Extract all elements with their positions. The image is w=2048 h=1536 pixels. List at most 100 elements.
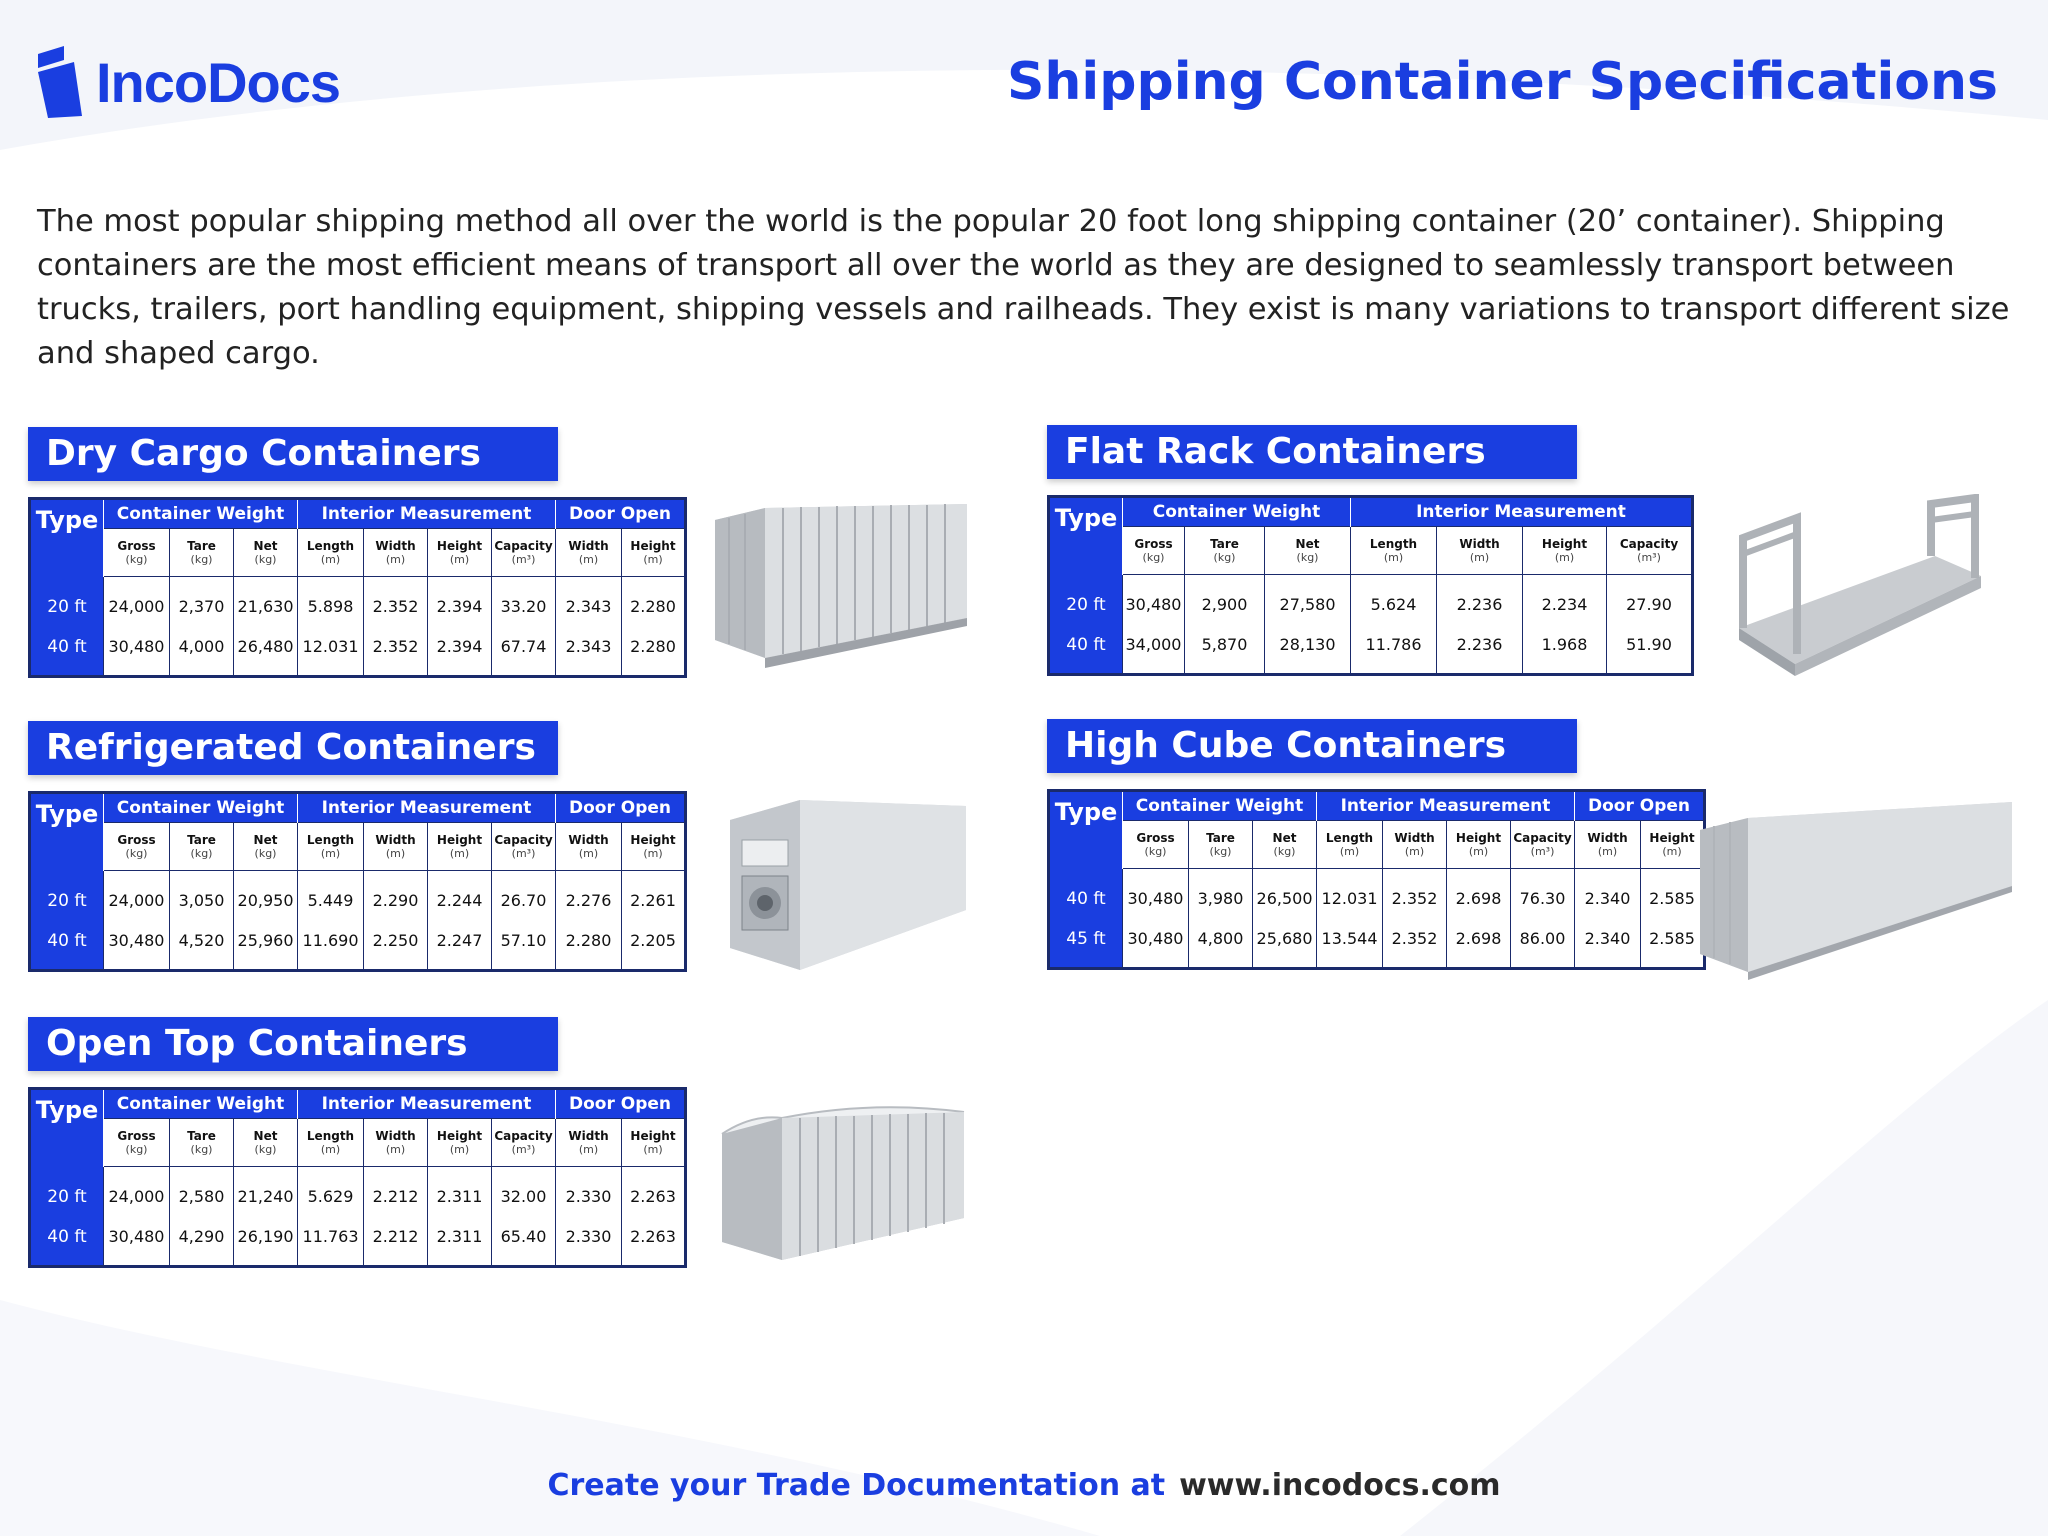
column-unit: (kg) bbox=[190, 1142, 213, 1156]
column-label: Length bbox=[306, 538, 355, 553]
open-top-container-image bbox=[721, 1106, 965, 1260]
spacer-cell bbox=[1122, 868, 1189, 879]
value-cell-height: 2.698 bbox=[1446, 878, 1512, 919]
footer-url-link[interactable]: www.incodocs.com bbox=[1179, 1468, 1501, 1503]
spacer-cell bbox=[427, 960, 493, 971]
column-label: Height bbox=[630, 832, 676, 847]
spacer-cell bbox=[1446, 868, 1512, 879]
group-header-weight: Container Weight bbox=[102, 792, 299, 823]
spacer-row bbox=[29, 576, 687, 587]
column-header-door_height: Height(m) bbox=[621, 822, 687, 871]
column-unit: (m) bbox=[643, 846, 663, 860]
value-cell-tare: 4,000 bbox=[169, 626, 234, 667]
column-label: Height bbox=[1541, 536, 1588, 551]
column-header-tare: Tare(kg) bbox=[169, 528, 234, 577]
column-header-door_width: Width(m) bbox=[555, 822, 623, 871]
column-header-row: Gross(kg)Tare(kg)Net(kg)Length(m)Width(m… bbox=[30, 822, 687, 871]
value-cell-capacity: 76.30 bbox=[1510, 878, 1576, 919]
spacer-cell bbox=[297, 666, 365, 677]
column-header-tare: Tare(kg) bbox=[169, 1118, 234, 1167]
type-cell: 20 ft bbox=[1048, 584, 1123, 625]
column-header-door_width: Width(m) bbox=[1574, 820, 1642, 869]
column-label: Gross bbox=[117, 1128, 156, 1143]
group-header-interior: Interior Measurement bbox=[1316, 790, 1576, 821]
column-header-row: Gross(kg)Tare(kg)Net(kg)Length(m)Width(m… bbox=[1049, 526, 1694, 575]
spacer-row bbox=[1048, 574, 1694, 585]
value-cell-gross: 30,480 bbox=[103, 920, 170, 961]
column-label: Capacity bbox=[1513, 830, 1572, 845]
column-header-row: Gross(kg)Tare(kg)Net(kg)Length(m)Width(m… bbox=[30, 1118, 687, 1167]
spacer-cell bbox=[363, 1166, 429, 1177]
spacer-cell bbox=[1382, 958, 1448, 969]
spacer-cell bbox=[363, 576, 429, 587]
column-header-gross: Gross(kg) bbox=[103, 1118, 170, 1167]
value-cell-gross: 30,480 bbox=[103, 1216, 170, 1257]
spacer-cell bbox=[1606, 574, 1694, 585]
column-header-height: Height(m) bbox=[427, 528, 493, 577]
column-unit: (kg) bbox=[190, 552, 213, 566]
spacer-cell bbox=[1048, 664, 1123, 675]
column-label: Height bbox=[436, 538, 483, 553]
value-cell-tare: 2,370 bbox=[169, 586, 234, 627]
spacer-row bbox=[29, 666, 687, 677]
column-header-tare: Tare(kg) bbox=[1188, 820, 1253, 869]
column-label: Net bbox=[253, 1128, 278, 1143]
value-cell-capacity: 67.74 bbox=[491, 626, 557, 667]
brand-name: IncoDocs bbox=[96, 50, 341, 114]
spacer-cell bbox=[103, 1166, 170, 1177]
spacer-cell bbox=[427, 1166, 493, 1177]
spacer-cell bbox=[169, 1256, 234, 1267]
column-label: Net bbox=[253, 538, 278, 553]
incodocs-logo[interactable]: IncoDocs bbox=[34, 44, 341, 120]
spacer-cell bbox=[1251, 868, 1318, 879]
column-header-net: Net(kg) bbox=[232, 822, 299, 871]
column-header-capacity: Capacity(m³) bbox=[491, 528, 557, 577]
column-unit: (m) bbox=[1469, 550, 1490, 564]
column-label: Width bbox=[1587, 830, 1628, 845]
value-cell-length: 5.624 bbox=[1350, 584, 1438, 625]
column-header-row: Gross(kg)Tare(kg)Net(kg)Length(m)Width(m… bbox=[30, 528, 687, 577]
column-unit: (m) bbox=[449, 1142, 470, 1156]
spacer-cell bbox=[1446, 958, 1512, 969]
group-header-interior: Interior Measurement bbox=[297, 498, 557, 529]
spacer-cell bbox=[297, 960, 365, 971]
value-cell-length: 12.031 bbox=[1316, 878, 1384, 919]
spacer-cell bbox=[555, 1256, 623, 1267]
value-cell-tare: 4,520 bbox=[169, 920, 234, 961]
group-header-weight: Container Weight bbox=[1121, 496, 1352, 527]
spacer-cell bbox=[621, 1166, 687, 1177]
value-cell-width: 2.236 bbox=[1436, 624, 1524, 665]
spacer-cell bbox=[555, 870, 623, 881]
column-header-gross: Gross(kg) bbox=[1122, 820, 1189, 869]
column-unit: (m) bbox=[1339, 844, 1360, 858]
value-cell-door_width: 2.330 bbox=[555, 1216, 623, 1257]
type-header: Type bbox=[29, 792, 104, 871]
column-header-net: Net(kg) bbox=[232, 528, 299, 577]
value-cell-height: 2.244 bbox=[427, 880, 493, 921]
spacer-cell bbox=[29, 576, 104, 587]
spacer-cell bbox=[491, 666, 557, 677]
column-label: Capacity bbox=[494, 1128, 553, 1143]
spacer-cell bbox=[103, 576, 170, 587]
spacer-cell bbox=[103, 1256, 170, 1267]
column-unit: (m) bbox=[578, 1142, 599, 1156]
group-header-door: Door Open bbox=[555, 498, 687, 529]
column-unit: (m) bbox=[1468, 844, 1489, 858]
column-unit: (m) bbox=[449, 552, 470, 566]
type-cell: 40 ft bbox=[1048, 878, 1123, 919]
type-header: Type bbox=[1048, 790, 1123, 869]
column-unit: (m³) bbox=[1637, 550, 1661, 564]
spacer-cell bbox=[1510, 958, 1576, 969]
spacer-cell bbox=[1522, 574, 1608, 585]
value-cell-door_width: 2.276 bbox=[555, 880, 623, 921]
column-label: Height bbox=[1649, 830, 1695, 845]
column-unit: (kg) bbox=[1273, 844, 1296, 858]
spacer-cell bbox=[1263, 664, 1352, 675]
spacer-cell bbox=[621, 1256, 687, 1267]
column-unit: (kg) bbox=[254, 552, 277, 566]
value-cell-door_width: 2.340 bbox=[1574, 918, 1642, 959]
